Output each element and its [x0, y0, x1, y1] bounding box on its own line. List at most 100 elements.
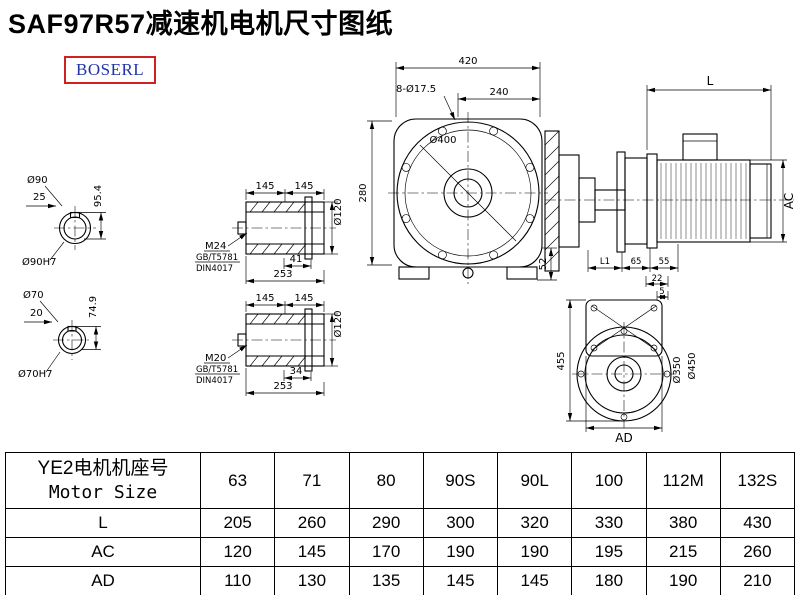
dim-5-label: 5 — [659, 287, 664, 297]
table-size-112m: 112M — [645, 452, 721, 509]
table-size-90l: 90L — [496, 452, 573, 509]
flange-view: 455 AD Ø350 Ø450 — [556, 299, 698, 445]
dim-253-lower-label: 253 — [273, 381, 292, 392]
boserl-logo: BOSERL — [64, 56, 157, 84]
table-cell: 300 — [422, 508, 499, 538]
table-row-AC: AC 120 145 170 190 190 195 215 260 — [5, 537, 796, 567]
gearbox-side-outline — [544, 130, 648, 272]
standard-gbt5781-upper-label: GB/T5781 — [196, 253, 238, 263]
table-cell: 195 — [571, 537, 647, 567]
table-row-L: L 205 260 290 300 320 330 380 430 — [5, 508, 796, 538]
row-label-AD: AD — [5, 566, 201, 595]
dim-flange-diameter: Ø400 — [419, 134, 517, 242]
standard-din4017-lower-label: DIN4017 — [196, 376, 233, 386]
row-label-L: L — [5, 508, 201, 538]
technical-drawing: 420 240 8-Ø17.5 Ø400 280 — [18, 56, 796, 445]
dim-AD: AD — [585, 356, 663, 445]
dim-L: L — [646, 74, 772, 160]
table-cell: 135 — [348, 566, 424, 595]
dim-455-label: 455 — [556, 351, 567, 370]
fan-cover — [749, 163, 772, 239]
shaft-section-lower: Ø70 20 74.9 Ø70H7 — [18, 289, 101, 380]
dim-95-4-label: 95.4 — [93, 185, 104, 207]
table-cell: 190 — [422, 537, 499, 567]
table-size-63: 63 — [199, 452, 276, 509]
dim-52: 52 — [537, 247, 557, 281]
table-cell: 215 — [645, 537, 721, 567]
table-header-motor-size: YE2电机机座号 Motor Size — [5, 452, 201, 509]
dim-280-label: 280 — [358, 183, 369, 202]
table-header-row: YE2电机机座号 Motor Size 63 71 80 90S 90L 100… — [5, 452, 796, 509]
dim-bottom-row: L1 65 55 — [587, 244, 679, 272]
table-cell: 170 — [348, 537, 424, 567]
dim-280: 280 — [358, 120, 392, 266]
shaft-detail-upper: 145 145 Ø120 M24 GB/T5781 DIN4017 41 253 — [195, 181, 344, 284]
dim-240: 240 — [457, 87, 540, 117]
front-view: 420 240 8-Ø17.5 Ø400 280 — [358, 56, 557, 284]
dim-25-label: 25 — [33, 192, 46, 203]
table-cell: 205 — [199, 508, 276, 538]
dim-bolt-holes: 8-Ø17.5 — [396, 83, 456, 121]
dim-240-label: 240 — [489, 87, 508, 98]
dim-74-9-label: 74.9 — [88, 296, 99, 318]
table-cell: 290 — [348, 508, 424, 538]
dim-L-label: L — [707, 74, 714, 88]
dim-455: 455 — [556, 299, 624, 422]
standard-gbt5781-lower-label: GB/T5781 — [196, 365, 238, 375]
dim-d400-label: Ø400 — [430, 134, 457, 146]
dim-41-label: 41 — [290, 254, 303, 265]
dim-d120-lower-label: Ø120 — [332, 311, 344, 338]
table-cell: 330 — [571, 508, 647, 538]
table-size-90s: 90S — [422, 452, 499, 509]
table-cell: 260 — [274, 508, 350, 538]
table-cell: 320 — [496, 508, 573, 538]
dim-145c-label: 145 — [255, 293, 274, 304]
dim-420: 420 — [395, 56, 541, 117]
terminal-box — [682, 133, 718, 161]
shaft-section-upper: Ø90 25 95.4 Ø90H7 — [22, 174, 106, 268]
table-cell: 380 — [645, 508, 721, 538]
dim-253-upper-label: 253 — [273, 269, 292, 280]
side-view: L AC L1 65 55 22 — [544, 74, 796, 300]
dim-d70-label: Ø70 — [23, 289, 44, 301]
dim-55-label: 55 — [659, 257, 670, 267]
dim-22: 22 — [645, 274, 669, 287]
table-cell: 145 — [274, 537, 350, 567]
dim-AC-label: AC — [782, 193, 796, 209]
table-size-71: 71 — [274, 452, 350, 509]
dim-145d-label: 145 — [294, 293, 313, 304]
table-cell: 210 — [719, 566, 796, 595]
table-cell: 130 — [274, 566, 350, 595]
table-row-AD: AD 110 130 135 145 145 180 190 210 — [5, 566, 796, 595]
dim-420-label: 420 — [458, 56, 477, 67]
dim-20-label: 20 — [30, 308, 43, 319]
dim-34-label: 34 — [290, 366, 303, 377]
dim-AC: AC — [750, 159, 796, 243]
thread-m20-label: M20 — [205, 353, 226, 364]
table-cell: 145 — [496, 566, 573, 595]
row-label-AC: AC — [5, 537, 201, 567]
table-cell: 180 — [571, 566, 647, 595]
dim-L1-label: L1 — [600, 257, 610, 267]
table-size-100: 100 — [571, 452, 647, 509]
dim-145b-label: 145 — [294, 181, 313, 192]
page-title: SAF97R57减速机电机尺寸图纸 — [8, 9, 394, 39]
table-size-132s: 132S — [719, 452, 796, 509]
dim-bolt-holes-label: 8-Ø17.5 — [396, 83, 436, 95]
table-cell: 145 — [422, 566, 499, 595]
motor-size-table: YE2电机机座号 Motor Size 63 71 80 90S 90L 100… — [5, 452, 796, 595]
dim-d70h7-label: Ø70H7 — [18, 368, 52, 380]
dim-5: 5 — [656, 287, 669, 300]
table-cell: 190 — [645, 566, 721, 595]
dim-AD-label: AD — [615, 431, 632, 445]
table-size-80: 80 — [348, 452, 424, 509]
dim-d350-label: Ø350 — [671, 357, 683, 384]
table-cell: 120 — [199, 537, 276, 567]
dim-d120-upper-label: Ø120 — [332, 199, 344, 226]
motor-size-label-cn: YE2电机机座号 — [37, 458, 169, 480]
standard-din4017-upper-label: DIN4017 — [196, 264, 233, 274]
dim-65-label: 65 — [631, 257, 642, 267]
dim-d90h7-label: Ø90H7 — [22, 256, 56, 268]
motor-size-label-en: Motor Size — [48, 482, 158, 504]
